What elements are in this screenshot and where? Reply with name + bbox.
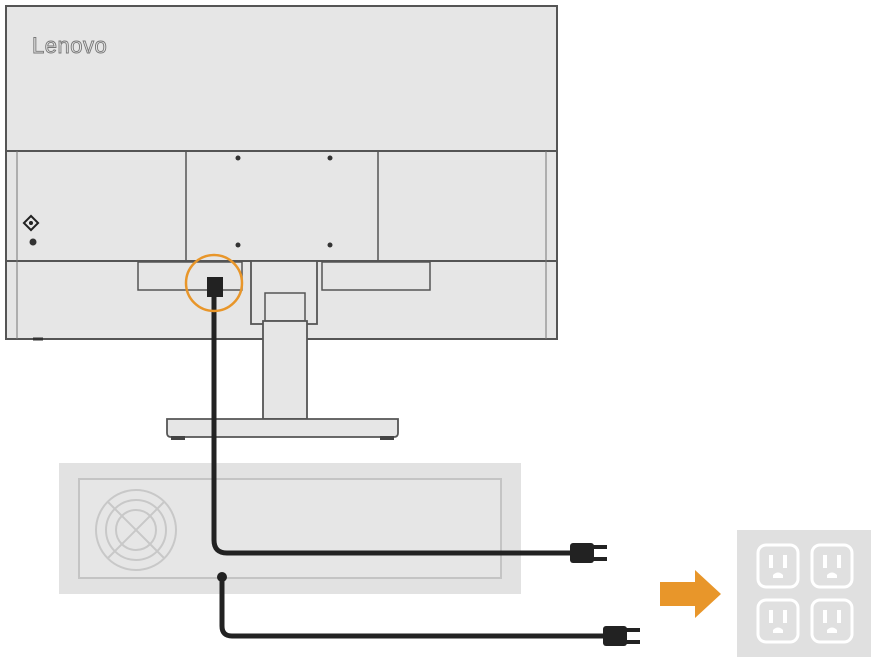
power-outlet-icon bbox=[756, 598, 800, 644]
power-outlet-icon bbox=[756, 543, 800, 589]
stand-base bbox=[166, 418, 399, 438]
plug-icon bbox=[603, 626, 640, 646]
stand-foot bbox=[171, 436, 185, 440]
wall-outlet-panel bbox=[737, 530, 871, 657]
monitor-cable bbox=[211, 296, 572, 556]
power-port-highlight bbox=[184, 253, 244, 313]
arrow-right-icon bbox=[660, 570, 721, 618]
plug-icon bbox=[570, 543, 607, 563]
computer-cable bbox=[219, 577, 605, 639]
vesa-hole bbox=[235, 155, 241, 161]
computer-case-inset bbox=[78, 478, 502, 579]
power-connector-icon bbox=[207, 277, 223, 297]
monitor-back-upper bbox=[5, 5, 558, 152]
stand-neck bbox=[262, 320, 308, 420]
vesa-hole bbox=[327, 155, 333, 161]
port-cover-right bbox=[321, 261, 431, 291]
stand-hinge-inner bbox=[264, 292, 306, 322]
vesa-hole bbox=[327, 242, 333, 248]
monitor-back-panel bbox=[5, 150, 558, 262]
computer-case bbox=[59, 463, 521, 594]
power-button-icon bbox=[22, 214, 40, 246]
port-cover-left bbox=[137, 261, 243, 291]
stand-foot bbox=[380, 436, 394, 440]
computer-power-cable bbox=[217, 572, 640, 646]
monitor-power-cable bbox=[207, 277, 607, 563]
vesa-hole bbox=[235, 242, 241, 248]
brand-logo: Lenovo bbox=[32, 33, 107, 58]
fan-grille-icon bbox=[95, 489, 177, 571]
power-outlet-icon bbox=[810, 543, 854, 589]
monitor-stand bbox=[166, 260, 399, 440]
power-outlet-icon bbox=[810, 598, 854, 644]
